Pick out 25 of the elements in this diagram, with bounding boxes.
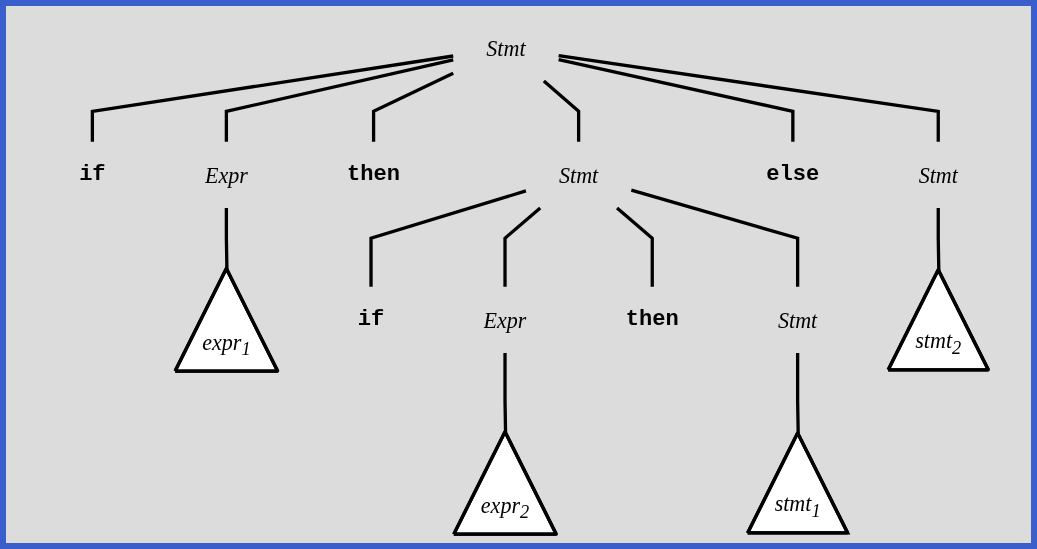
node-text: then [625,306,679,332]
node-text: if [79,161,106,187]
connector [503,352,508,433]
connector [615,206,654,287]
connector [558,54,940,142]
connector [630,188,800,287]
node-text: Stmt [918,162,958,187]
connector [369,189,527,287]
connector [936,207,941,271]
connector [371,71,454,142]
node-text: if [357,306,385,332]
connector [796,352,800,434]
connector [542,79,581,142]
node-text: Stmt [559,162,599,187]
node-text: then [347,161,401,187]
connector [224,207,229,270]
node-text: Expr [204,162,248,187]
connector [503,206,542,287]
connector [224,58,454,142]
node-text: else [766,161,820,187]
node-text: Expr [483,307,527,332]
connector [558,57,795,142]
connector [90,54,454,142]
node-text: Stmt [486,35,526,61]
node-text: Stmt [778,307,818,332]
